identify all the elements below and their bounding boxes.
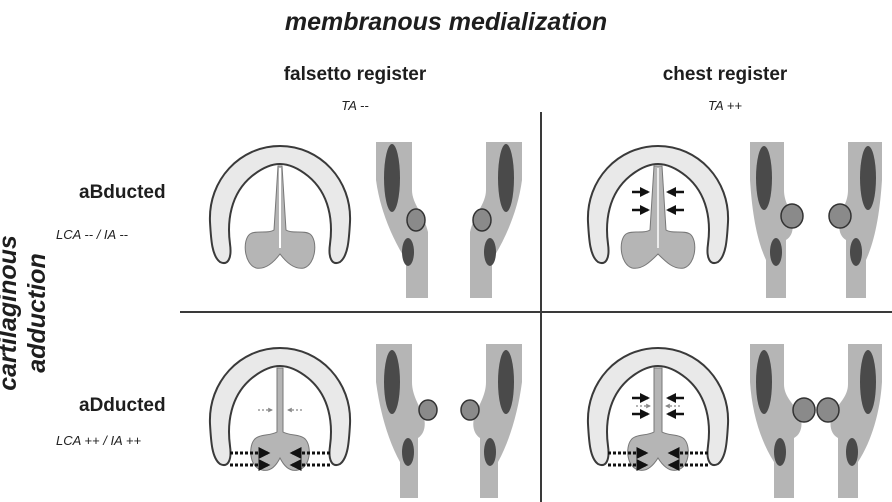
vertical-divider xyxy=(540,112,542,502)
panel-chest-abducted xyxy=(578,138,888,303)
glottis-diagram xyxy=(210,348,350,470)
coronal-section xyxy=(376,344,522,498)
horizontal-divider xyxy=(180,311,892,313)
coronal-section xyxy=(750,142,882,298)
row-muscle-abducted: LCA -- / IA -- xyxy=(56,227,128,242)
coronal-section xyxy=(750,344,882,498)
panel-falsetto-adducted xyxy=(200,340,540,500)
column-muscle-falsetto: TA -- xyxy=(300,98,410,113)
figure-title: membranous medialization xyxy=(0,8,892,37)
row-muscle-adducted: LCA ++ / IA ++ xyxy=(56,433,141,448)
column-header-chest: chest register xyxy=(600,64,850,86)
column-header-falsetto: falsetto register xyxy=(230,64,480,86)
row-header-abducted: aBducted xyxy=(79,182,166,204)
column-muscle-chest: TA ++ xyxy=(670,98,780,113)
panel-falsetto-abducted xyxy=(200,138,540,303)
row-header-adducted: aDducted xyxy=(79,395,166,417)
coronal-section xyxy=(376,142,522,298)
side-axis-label: cartilaginous adduction xyxy=(0,193,52,433)
glottis-diagram xyxy=(588,146,728,268)
panel-chest-adducted xyxy=(578,340,888,500)
glottis-diagram xyxy=(588,348,728,470)
glottis-diagram xyxy=(210,146,350,268)
